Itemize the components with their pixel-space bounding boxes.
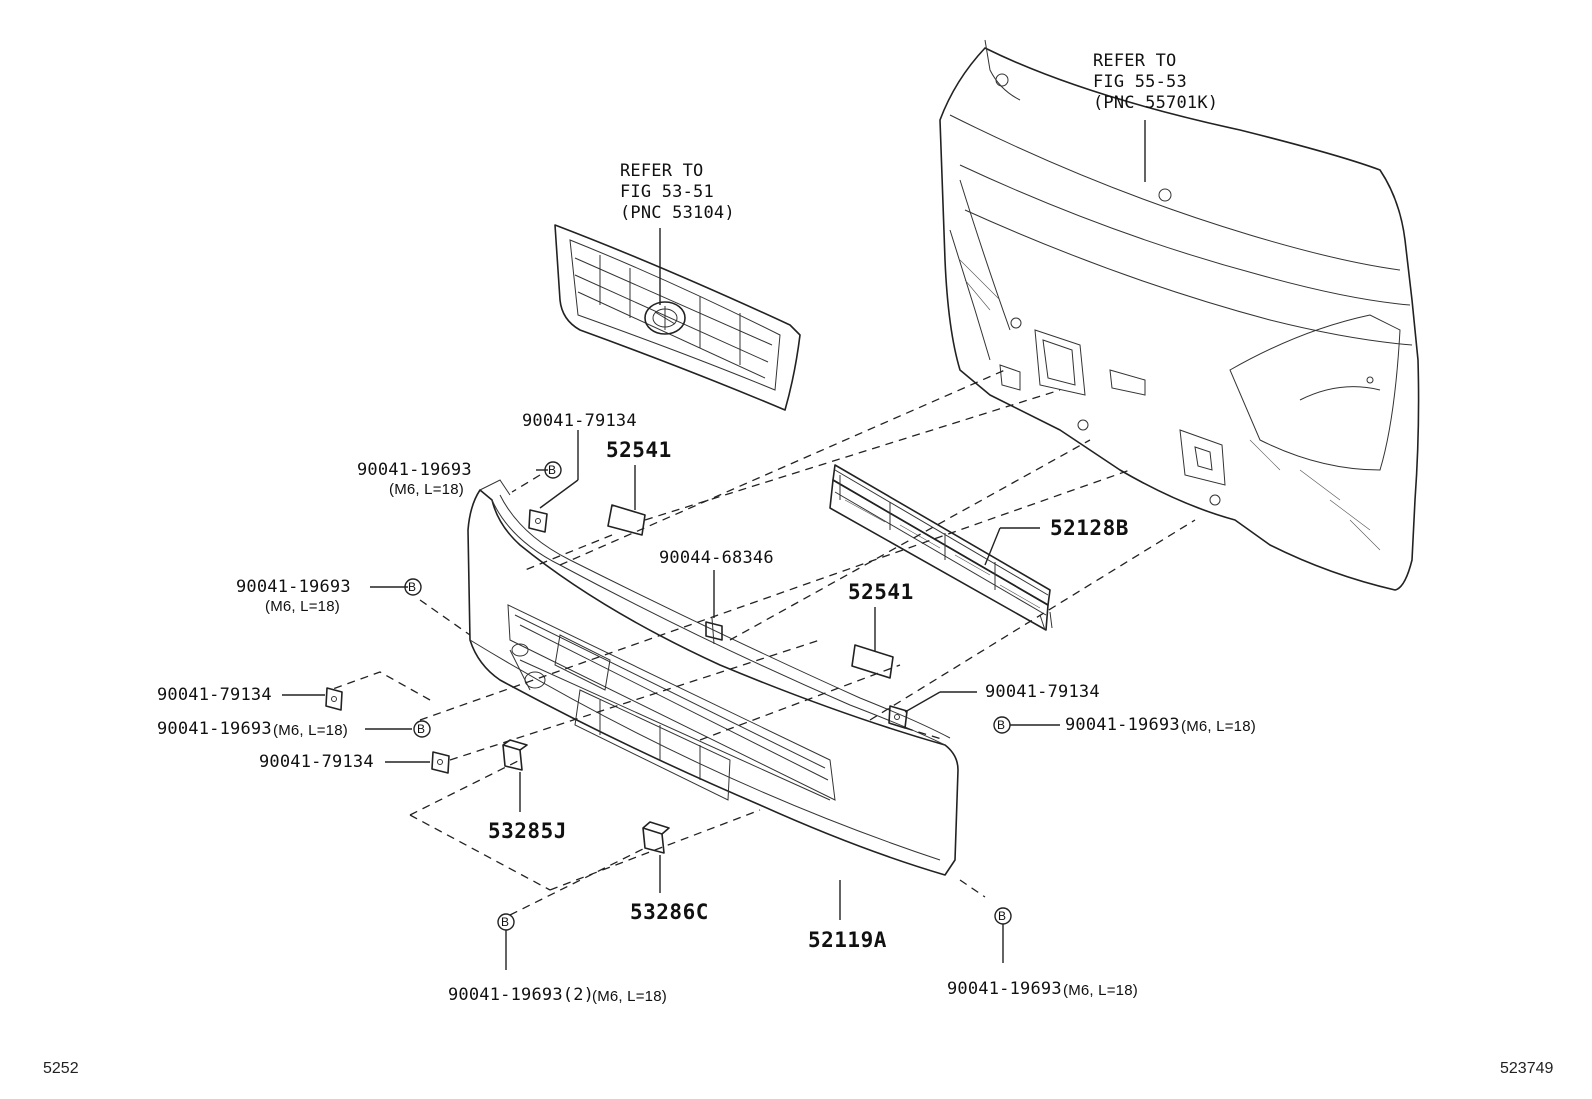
part-number-label: 90041-19693(2) [448,985,595,1005]
front-body-panel [939,39,1420,591]
part-number-label: 90041-79134 [522,411,637,431]
push-clip [705,617,723,645]
page-code-right: 523749 [1500,1060,1554,1077]
part-spec-label: (M6, L=18) [1063,982,1138,999]
part-spec-label: (M6, L=18) [1181,718,1256,735]
bolt-marker-label: B [548,463,557,477]
bracket-53286c [642,821,670,854]
part-number-label: 53286C [630,900,709,924]
part-spec-label: (M6, L=18) [273,722,348,739]
bolt-marker-6 [994,907,1012,925]
bolt-marker-2 [404,578,422,596]
part-number-label: 90044-68346 [659,548,774,568]
bolt-marker-group [404,461,1012,931]
bolt-marker-label: B [998,909,1007,923]
part-number-label: 52541 [606,438,672,462]
ref-line: REFER TO [620,161,704,181]
part-number-label: 53285J [488,819,567,843]
part-number-label: 52541 [848,580,914,604]
retainer-clip-1 [528,509,548,533]
ref-line: (PNC 55701K) [1093,93,1219,113]
part-number-label: 90041-79134 [259,752,374,772]
page-code-left: 5252 [43,1060,79,1077]
part-number-label: 90041-19693 [947,979,1062,999]
bolt-marker-1 [544,461,562,479]
radiator-grille [554,224,801,411]
bolt-marker-label: B [997,718,1006,732]
ref-line: FIG 53-51 [620,182,714,202]
part-number-label: 90041-19693 [157,719,272,739]
part-number-label: 90041-19693 [357,460,472,480]
part-spec-label: (M6, L=18) [265,598,340,615]
lower-grille-part [829,464,1053,631]
bolt-marker-3 [413,720,431,738]
body-reference-note: REFER TO FIG 55-53 (PNC 55701K) [1093,51,1218,114]
part-number-label: 52128B [1050,516,1129,540]
part-spec-label: (M6, L=18) [592,988,667,1005]
bolt-marker-5 [497,913,515,931]
part-number-label: 90041-19693 [1065,715,1180,735]
retainer-clip-3 [325,687,343,711]
part-spec-label: (M6, L=18) [389,481,464,498]
part-number-label: 90041-79134 [157,685,272,705]
bolt-marker-label: B [408,580,417,594]
ref-line: (PNC 53104) [620,203,735,223]
grille-reference-note: REFER TO FIG 53-51 (PNC 53104) [620,161,735,224]
retainer-clip-4 [431,751,450,774]
part-number-label: 90041-79134 [985,682,1100,702]
ref-line: REFER TO [1093,51,1177,71]
pad-52541-mid [851,644,894,679]
retainer-clip-2 [888,705,908,729]
bolt-marker-label: B [501,915,510,929]
part-number-label: 52119A [808,928,887,952]
assembly-dashed-lines [329,369,1196,916]
bolt-marker-label: B [417,722,426,736]
part-number-label: 90041-19693 [236,577,351,597]
bumper-cover [467,479,959,876]
leader-lines [282,120,1146,970]
pad-52541-top [607,504,646,536]
ref-line: FIG 55-53 [1093,72,1187,92]
bolt-marker-4 [993,716,1011,734]
bracket-53285j [502,739,528,771]
